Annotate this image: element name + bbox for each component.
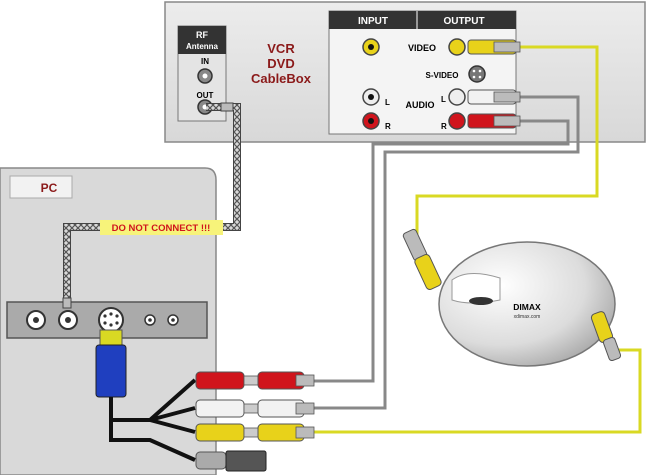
pin (103, 321, 107, 325)
video-out-plug-grip (602, 336, 622, 362)
breakout-trunk-red (109, 378, 197, 422)
breakout-red-plug (195, 371, 245, 390)
breakout-grey-plug-end (225, 450, 267, 472)
input-audio-left-jack-hole (368, 94, 374, 100)
svideo-pin (478, 69, 482, 73)
device-name-line2: DVD (267, 56, 294, 71)
video-out-cable (312, 348, 642, 434)
output-video-jack (448, 38, 466, 56)
audio-label: AUDIO (406, 100, 435, 110)
breakout-branch-yellow (149, 418, 196, 434)
breakout-branch-grey (109, 420, 196, 462)
input-video-jack-hole (368, 44, 374, 50)
device-name-line3: CableBox (251, 71, 312, 86)
pin (103, 314, 107, 318)
breakout-grey-plug (195, 451, 227, 470)
svideo-pin (472, 69, 476, 73)
audio-right-cable (312, 119, 570, 383)
jack-hole (65, 317, 71, 323)
rf-title-line2: Antenna (186, 42, 219, 51)
breakout-white-plug (195, 399, 245, 418)
jack-hole (171, 318, 175, 322)
plug-tip (243, 427, 259, 438)
output-right-label: R (441, 122, 447, 131)
pin (115, 314, 119, 318)
dimax-device: DIMAX xdimax.com (402, 228, 622, 367)
output-audio-left-jack (448, 88, 466, 106)
dimax-front-face (451, 273, 501, 304)
plug-grip (295, 426, 315, 439)
io-panel-header (329, 11, 516, 29)
output-svideo-jack (468, 65, 486, 83)
video-in-plug (414, 254, 442, 290)
input-audio-right-jack-hole (368, 118, 374, 124)
rf-antenna-panel: RF Antenna IN OUT (177, 25, 227, 122)
svideo-label: S-VIDEO (426, 71, 459, 80)
audio-left-cable (312, 95, 580, 410)
output-left-label: L (441, 95, 446, 104)
multi-pin-connector (95, 344, 127, 398)
rf-in-label: IN (201, 57, 209, 66)
dimax-brand: DIMAX (513, 302, 541, 312)
breakout-yellow-plug (195, 423, 245, 442)
rf-out-label: OUT (197, 91, 214, 100)
plug-grip (493, 91, 521, 103)
coax-plug-top (220, 102, 234, 112)
pc-title: PC (41, 181, 58, 195)
plug-tip (243, 375, 259, 386)
dimax-led-slot (469, 297, 493, 305)
input-left-label: L (385, 98, 390, 107)
pc-title-box (9, 175, 73, 199)
video-label: VIDEO (408, 43, 436, 53)
video-in-cable (415, 45, 599, 235)
breakout-branch-white (149, 406, 196, 422)
pin (109, 323, 113, 327)
output-audio-right-jack (448, 112, 466, 130)
pin (109, 312, 113, 316)
plug-tip (243, 403, 259, 414)
device-name-line1: VCR (267, 41, 295, 56)
card-multi-pin-jack (98, 307, 124, 333)
rf-in-jack-pin (202, 73, 208, 79)
input-right-label: R (385, 122, 391, 131)
svideo-pin (478, 75, 482, 79)
pin (115, 321, 119, 325)
svideo-pin (472, 75, 476, 79)
vcr-output-plugs (467, 39, 521, 129)
jack-hole (33, 317, 39, 323)
plug-grip (493, 41, 521, 53)
warning-badge (100, 220, 223, 235)
coax-plug-bottom (62, 297, 72, 309)
input-header: INPUT (358, 16, 388, 27)
plug-grip (493, 115, 521, 127)
output-header: OUTPUT (443, 16, 484, 27)
breakout-cable (95, 329, 315, 472)
dimax-url: xdimax.com (514, 314, 541, 320)
dimax-body (438, 241, 616, 367)
warning-text: DO NOT CONNECT !!! (112, 223, 211, 234)
plug-grip (295, 374, 315, 387)
rf-title-line1: RF (196, 30, 208, 40)
rf-panel-header (178, 26, 226, 54)
jack-hole (148, 318, 152, 322)
plug-grip (295, 402, 315, 415)
